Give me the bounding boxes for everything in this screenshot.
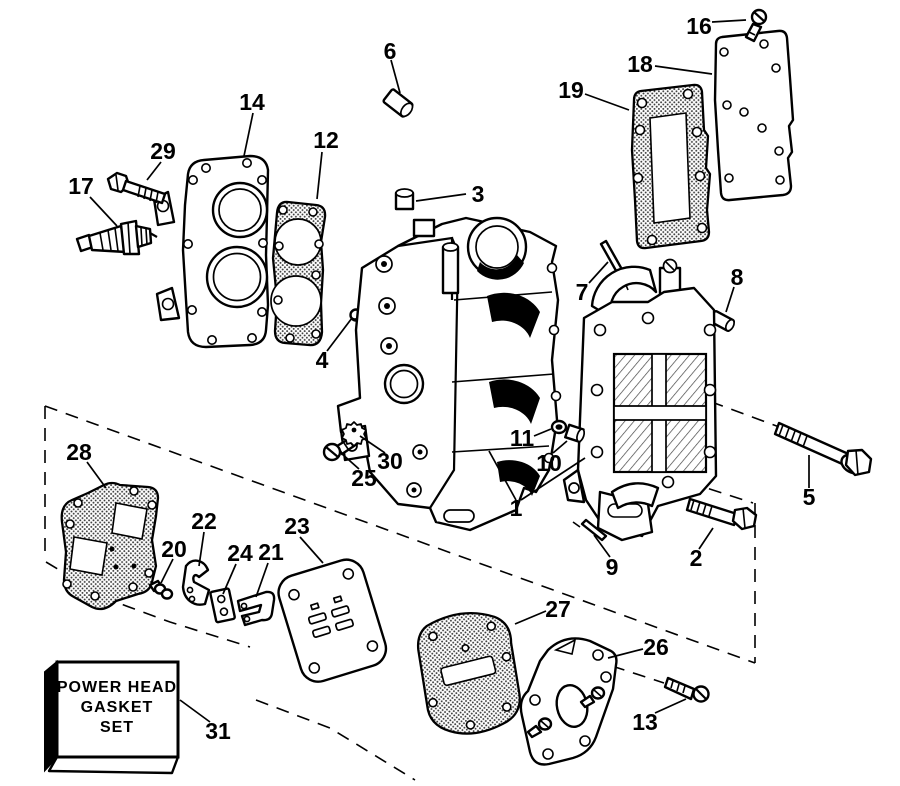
callout-7: 7 bbox=[576, 279, 589, 305]
callout-leader-30 bbox=[359, 435, 386, 454]
callout-leader-13 bbox=[654, 698, 687, 714]
intake-gasket bbox=[60, 481, 160, 611]
cylinder-head bbox=[152, 154, 270, 349]
callout-12: 12 bbox=[313, 127, 339, 153]
reed-plate bbox=[277, 558, 388, 683]
callout-leader-19 bbox=[584, 93, 630, 111]
callout-leader-10 bbox=[552, 440, 568, 454]
callout-22: 22 bbox=[191, 508, 217, 534]
retainer-clip-21 bbox=[236, 590, 276, 627]
callout-10: 10 bbox=[536, 450, 562, 476]
callout-leader-1 bbox=[520, 457, 586, 501]
callout-leader-25 bbox=[340, 452, 360, 470]
callout-leader-11 bbox=[533, 428, 552, 437]
gasket-set-boundary-dashed bbox=[44, 393, 791, 781]
callout-leader-16 bbox=[711, 19, 747, 23]
exhaust-cover-plate bbox=[713, 29, 795, 202]
link-plate-24 bbox=[209, 587, 236, 624]
callout-16: 16 bbox=[686, 13, 712, 39]
cylinder-block bbox=[336, 216, 562, 532]
callout-leader-7 bbox=[588, 261, 609, 284]
retainer-clip-22 bbox=[181, 559, 211, 606]
screw-13 bbox=[663, 676, 710, 703]
gasket-set-box-line3: SET bbox=[100, 719, 134, 736]
callout-leader-26 bbox=[607, 648, 644, 659]
callout-11: 11 bbox=[510, 425, 535, 451]
callout-leader-18 bbox=[654, 65, 713, 75]
dowel-pin-6 bbox=[382, 88, 414, 118]
pump-gasket bbox=[416, 612, 521, 735]
callout-2: 2 bbox=[690, 545, 703, 571]
callout-14: 14 bbox=[239, 89, 265, 115]
screw-16 bbox=[744, 8, 768, 43]
callout-30: 30 bbox=[377, 448, 403, 474]
pump-plate bbox=[519, 637, 618, 766]
callout-8: 8 bbox=[731, 264, 744, 290]
callout-leader-1 bbox=[488, 450, 517, 501]
hex-bolt-2 bbox=[685, 497, 758, 531]
callout-leader-31 bbox=[179, 699, 211, 723]
screws-20 bbox=[148, 579, 174, 600]
crankcase bbox=[562, 258, 718, 542]
callout-24: 24 bbox=[227, 540, 253, 566]
callout-5: 5 bbox=[803, 484, 816, 510]
callout-3: 3 bbox=[472, 181, 485, 207]
callout-leader-22 bbox=[198, 531, 205, 567]
callout-4: 4 bbox=[316, 347, 329, 373]
callout-27: 27 bbox=[545, 596, 571, 622]
callout-25: 25 bbox=[351, 465, 377, 491]
callout-leader-23 bbox=[299, 536, 324, 564]
callout-1: 1 bbox=[510, 495, 523, 521]
callout-9: 9 bbox=[606, 554, 619, 580]
callout-leader-12 bbox=[316, 151, 323, 200]
callout-leader-27 bbox=[514, 610, 547, 625]
callout-leader-20 bbox=[160, 558, 174, 584]
callout-leader-9 bbox=[593, 534, 611, 558]
callout-leader-28 bbox=[86, 461, 107, 489]
pin-9 bbox=[572, 518, 608, 542]
exhaust-cover-gasket bbox=[630, 83, 712, 250]
head-gasket bbox=[270, 200, 327, 347]
callout-23: 23 bbox=[284, 513, 310, 539]
callout-17: 17 bbox=[68, 173, 94, 199]
spark-plug bbox=[75, 219, 158, 256]
washer-11 bbox=[550, 419, 568, 435]
star-washer-30 bbox=[341, 421, 367, 447]
plug-3 bbox=[394, 188, 415, 211]
callout-leader-21 bbox=[255, 562, 269, 598]
callout-26: 26 bbox=[643, 634, 669, 660]
callout-leader-6 bbox=[390, 59, 401, 94]
callout-13: 13 bbox=[632, 709, 658, 735]
plug-10 bbox=[564, 423, 586, 444]
callout-leader-8 bbox=[725, 286, 735, 313]
callout-leader-17 bbox=[89, 196, 118, 227]
callout-leader-2 bbox=[698, 527, 714, 550]
callout-leader-24 bbox=[222, 563, 237, 595]
callout-leader-3 bbox=[415, 193, 467, 202]
callout-29: 29 bbox=[150, 138, 176, 164]
callout-leader-4 bbox=[326, 317, 353, 352]
callout-leader-14 bbox=[243, 112, 254, 157]
callout-leader-29 bbox=[146, 161, 162, 181]
callout-19: 19 bbox=[558, 77, 584, 103]
gasket-set-box-line1: POWER HEAD bbox=[57, 679, 177, 696]
pump-screw-a bbox=[526, 717, 553, 739]
pump-screw-b bbox=[579, 686, 606, 709]
callout-6: 6 bbox=[384, 38, 397, 64]
callout-21: 21 bbox=[258, 539, 284, 565]
callout-20: 20 bbox=[161, 536, 187, 562]
callout-31: 31 bbox=[205, 718, 231, 744]
gasket-set-box: POWER HEAD GASKET SET bbox=[44, 659, 180, 775]
hex-bolt-29 bbox=[106, 171, 167, 205]
callout-28: 28 bbox=[66, 439, 92, 465]
callout-18: 18 bbox=[627, 51, 653, 77]
gasket-set-box-line2: GASKET bbox=[81, 699, 154, 716]
hex-bolt-5 bbox=[773, 421, 873, 477]
